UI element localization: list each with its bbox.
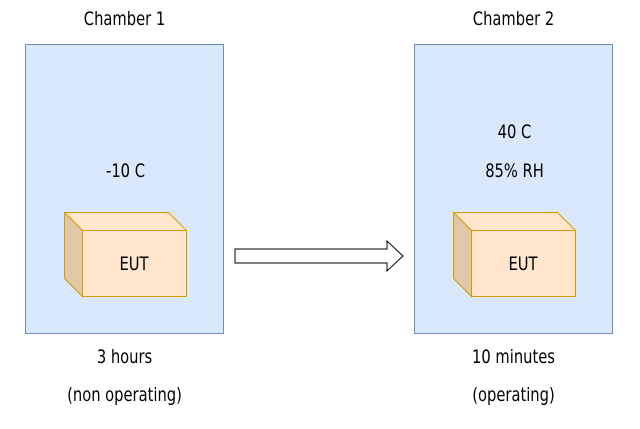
chamber-1-eut-label: EUT [119, 253, 149, 275]
chamber-2-eut-box: EUT [453, 212, 578, 298]
chamber-2-eut-label: EUT [508, 253, 538, 275]
chamber-1-temperature: -10 C [106, 160, 145, 182]
chamber-1-mode: (non operating) [67, 384, 182, 406]
chamber-1-eut-box: EUT [64, 212, 189, 298]
eut-box-shape [453, 212, 577, 298]
chamber-2-title: Chamber 2 [472, 8, 555, 30]
eut-box-shape [64, 212, 188, 298]
chamber-2-mode: (operating) [472, 384, 555, 406]
chamber-2-humidity: 85% RH [485, 160, 544, 182]
chamber-1-duration: 3 hours [96, 346, 153, 368]
chamber-2-temperature: 40 C [497, 121, 532, 143]
transfer-arrow [234, 239, 404, 273]
chamber-2: 40 C 85% RH EUT [414, 44, 613, 334]
chamber-2-duration: 10 minutes [472, 346, 555, 368]
chamber-1: -10 C EUT [25, 44, 224, 334]
chamber-1-title: Chamber 1 [83, 8, 166, 30]
